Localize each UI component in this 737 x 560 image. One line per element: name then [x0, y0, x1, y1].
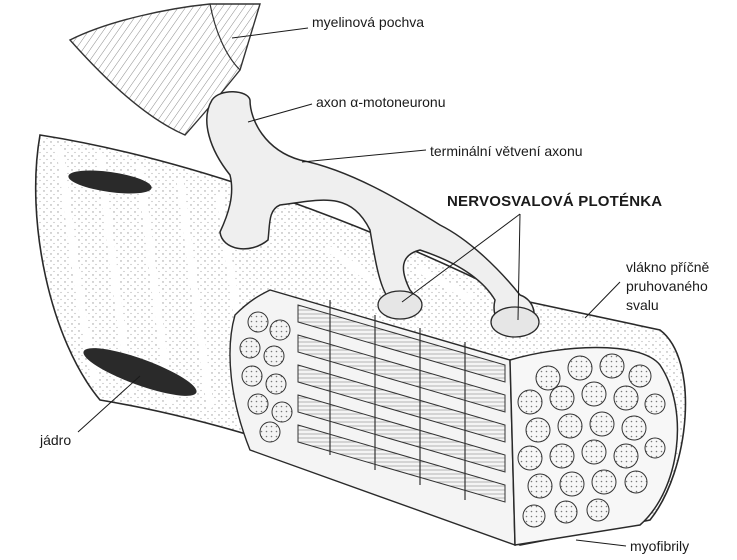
label-endplate: NERVOSVALOVÁ PLOTÉNKA: [447, 193, 662, 210]
label-myofibrils: myofibrily: [630, 538, 689, 555]
leader-myofibrils: [576, 540, 626, 546]
endplate-right: [491, 307, 539, 337]
label-axon: axon α-motoneuronu: [316, 94, 446, 111]
label-terminal-branching: terminální větvení axonu: [430, 143, 583, 160]
leader-axon: [248, 104, 312, 122]
leader-muscle: [585, 282, 620, 318]
label-muscle-fiber: vlákno příčně pruhovaného svalu: [626, 258, 709, 315]
leader-terminal: [302, 150, 426, 162]
label-myelin-sheath: myelinová pochva: [312, 14, 424, 31]
endplate-left: [378, 291, 422, 319]
label-nucleus: jádro: [40, 432, 71, 449]
